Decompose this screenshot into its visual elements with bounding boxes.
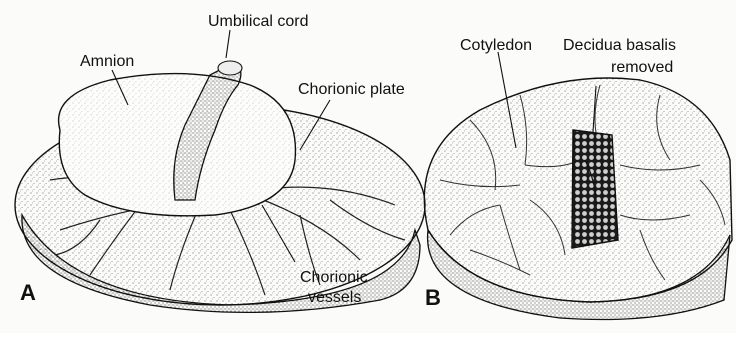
panel-b-letter: B [425,285,441,310]
panel-a-letter: A [20,280,36,305]
label-umbilical-cord: Umbilical cord [208,13,308,30]
label-decidua-basalis-1: Decidua basalis [563,37,676,54]
label-chorionic-vessels-2: vessels [308,289,361,306]
panel-b: Cotyledon Decidua basalis removed B [424,37,732,320]
label-amnion: Amnion [80,53,134,70]
label-cotyledon: Cotyledon [460,37,532,54]
label-decidua-basalis-2: removed [611,59,673,76]
label-chorionic-vessels-1: Chorionic [300,269,368,286]
label-chorionic-plate: Chorionic plate [298,81,405,98]
panel-a: Umbilical cord Amnion Chorionic plate Ch… [15,13,425,312]
